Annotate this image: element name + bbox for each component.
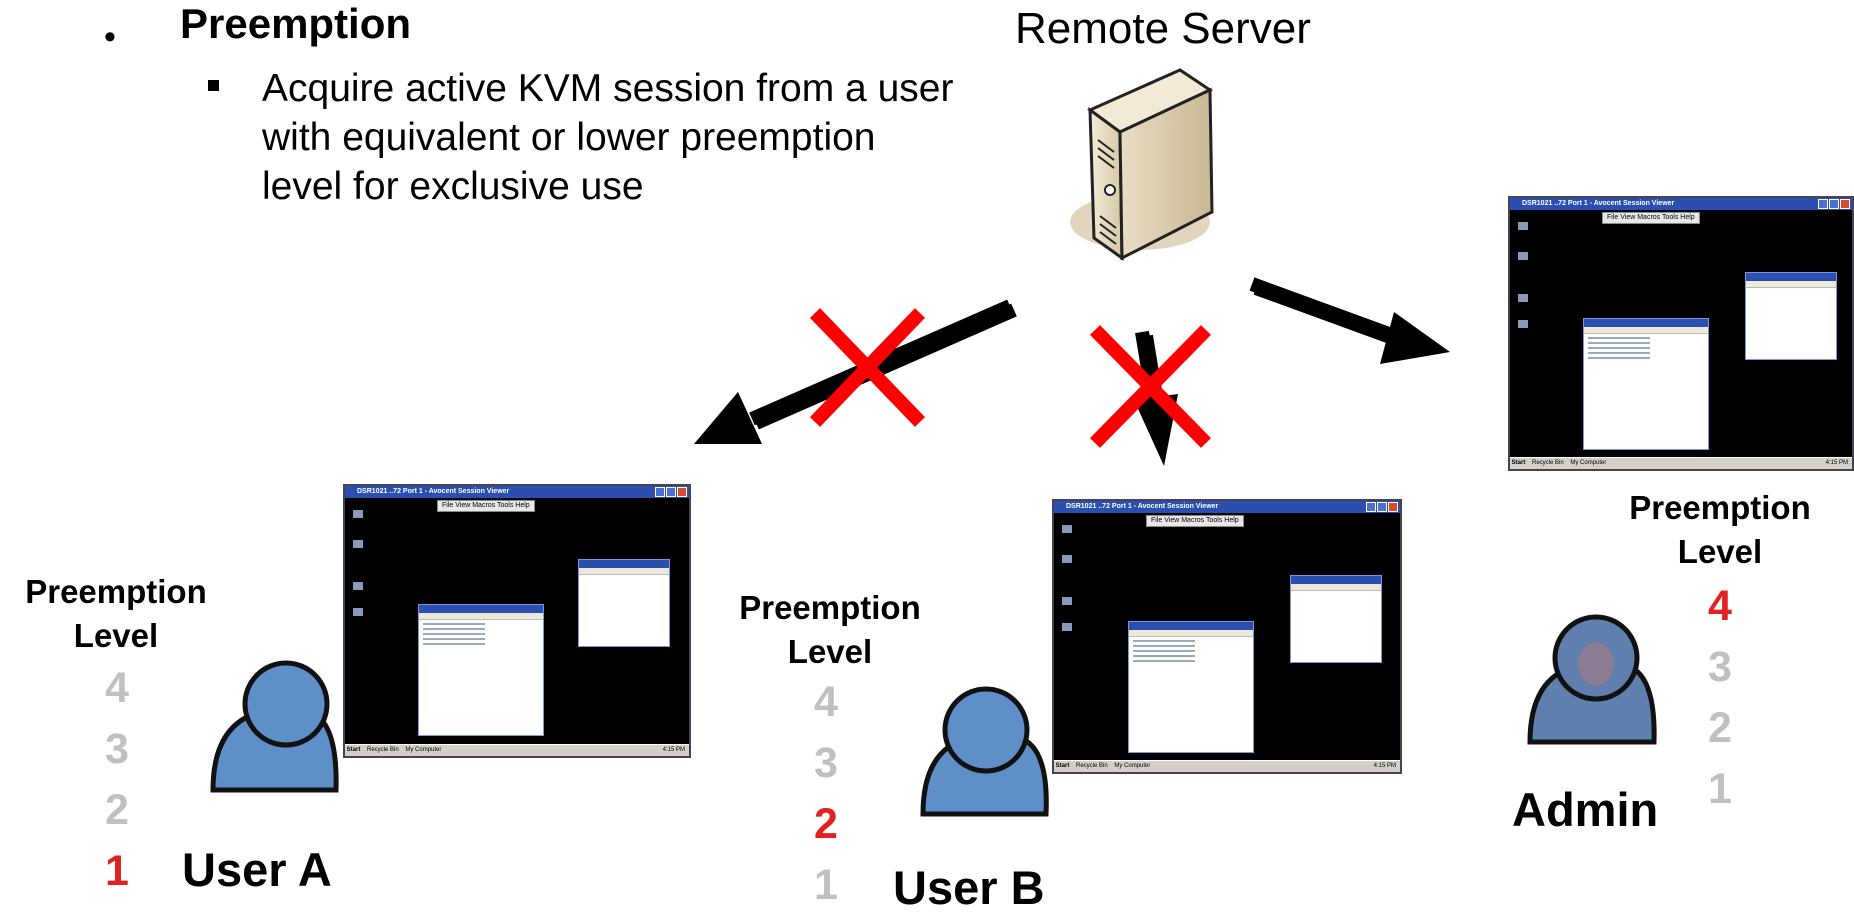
level-title-line2: Level [73,617,159,654]
user-a-level-title: Preemption Level [0,570,232,658]
sub-bullet-square [208,80,219,91]
taskbar: Start Recycle Bin My Computer 4:15 PM [1054,760,1400,772]
screen-title: DSR1021 ..72 Port 1 - Avocent Session Vi… [1054,501,1400,513]
screen-menu: File View Macros Tools Help [437,500,535,512]
user-a-avatar [210,660,339,793]
start-button: Start [346,747,361,753]
window-controls [1366,502,1398,512]
level-number: 2 [105,786,129,834]
desktop-icon [1516,252,1530,261]
level-number: 2 [814,800,838,848]
taskbar-item: Recycle Bin [1532,460,1564,466]
bullet-description: Acquire active KVM session from a user w… [262,67,954,208]
my-computer-window [418,604,544,736]
level-number: 4 [814,678,838,726]
desktop-icon [351,582,365,591]
clock: 4:15 PM [662,747,685,753]
level-title-line1: Preemption [739,589,921,626]
server-icon [1070,68,1214,261]
level-title-line1: Preemption [25,573,207,610]
my-computer-window [1583,318,1709,450]
window-controls [655,487,687,497]
recycle-bin-window [1745,272,1837,360]
admin-name: Admin [1512,783,1659,836]
desktop-icon [1060,623,1074,632]
level-number: 4 [1708,582,1732,630]
admin-avatar [1527,614,1657,745]
screen-title: DSR1021 ..72 Port 1 - Avocent Session Vi… [1510,198,1852,210]
desktop-icon [1060,525,1074,534]
my-computer-window [1128,621,1254,753]
desktop-icon [1516,222,1530,231]
level-number: 4 [105,664,129,712]
taskbar-item: My Computer [405,747,442,753]
cross-user-b [1090,325,1211,448]
user-a-name: User A [182,843,332,896]
desktop-icon [351,540,365,549]
screen-user-b: DSR1021 ..72 Port 1 - Avocent Session Vi… [1052,499,1402,774]
level-number: 3 [105,725,129,773]
desktop-icon [1516,294,1530,303]
taskbar: Start Recycle Bin My Computer 4:15 PM [345,744,689,756]
screen-menu: File View Macros Tools Help [1602,212,1700,224]
bullet-dot: • [104,18,116,56]
user-b-name: User B [893,861,1045,914]
admin-levels: 4 3 2 1 [1690,576,1750,820]
taskbar-item: Recycle Bin [367,747,399,753]
taskbar-item: My Computer [1114,763,1151,769]
screen-admin: DSR1021 ..72 Port 1 - Avocent Session Vi… [1508,196,1854,471]
level-title-line2: Level [787,633,873,670]
user-b-avatar [920,686,1049,817]
taskbar-item: My Computer [1570,460,1607,466]
clock: 4:15 PM [1373,763,1396,769]
desktop-icon [1060,555,1074,564]
recycle-bin-window [1290,575,1382,663]
taskbar: Start Recycle Bin My Computer 4:15 PM [1510,457,1852,469]
level-number: 3 [1708,643,1732,691]
taskbar-item: Recycle Bin [1076,763,1108,769]
screen-title: DSR1021 ..72 Port 1 - Avocent Session Vi… [345,486,689,498]
level-title-line1: Preemption [1629,489,1811,526]
arrow-to-admin [1249,277,1450,364]
start-button: Start [1055,763,1070,769]
start-button: Start [1511,460,1526,466]
desktop-icon [1060,597,1074,606]
clock: 4:15 PM [1825,460,1848,466]
level-number: 3 [814,739,838,787]
recycle-bin-window [578,559,670,647]
screen-user-a: DSR1021 ..72 Port 1 - Avocent Session Vi… [343,484,691,758]
desktop-icon [1516,320,1530,329]
level-title-line2: Level [1677,533,1763,570]
desktop-icon [351,608,365,617]
window-controls [1818,199,1850,209]
level-number: 1 [1708,765,1732,813]
user-b-level-title: Preemption Level [714,586,946,674]
desktop-icon [351,510,365,519]
screen-menu: File View Macros Tools Help [1146,515,1244,527]
server-label: Remote Server [1015,4,1311,53]
admin-level-title: Preemption Level [1600,486,1840,574]
bullet-title: Preemption [180,0,412,47]
user-b-levels: 4 3 2 1 [796,672,856,916]
cross-user-a [809,308,926,427]
level-number: 1 [105,847,129,895]
user-a-levels: 4 3 2 1 [87,658,147,902]
level-number: 1 [814,861,838,909]
level-number: 2 [1708,704,1732,752]
